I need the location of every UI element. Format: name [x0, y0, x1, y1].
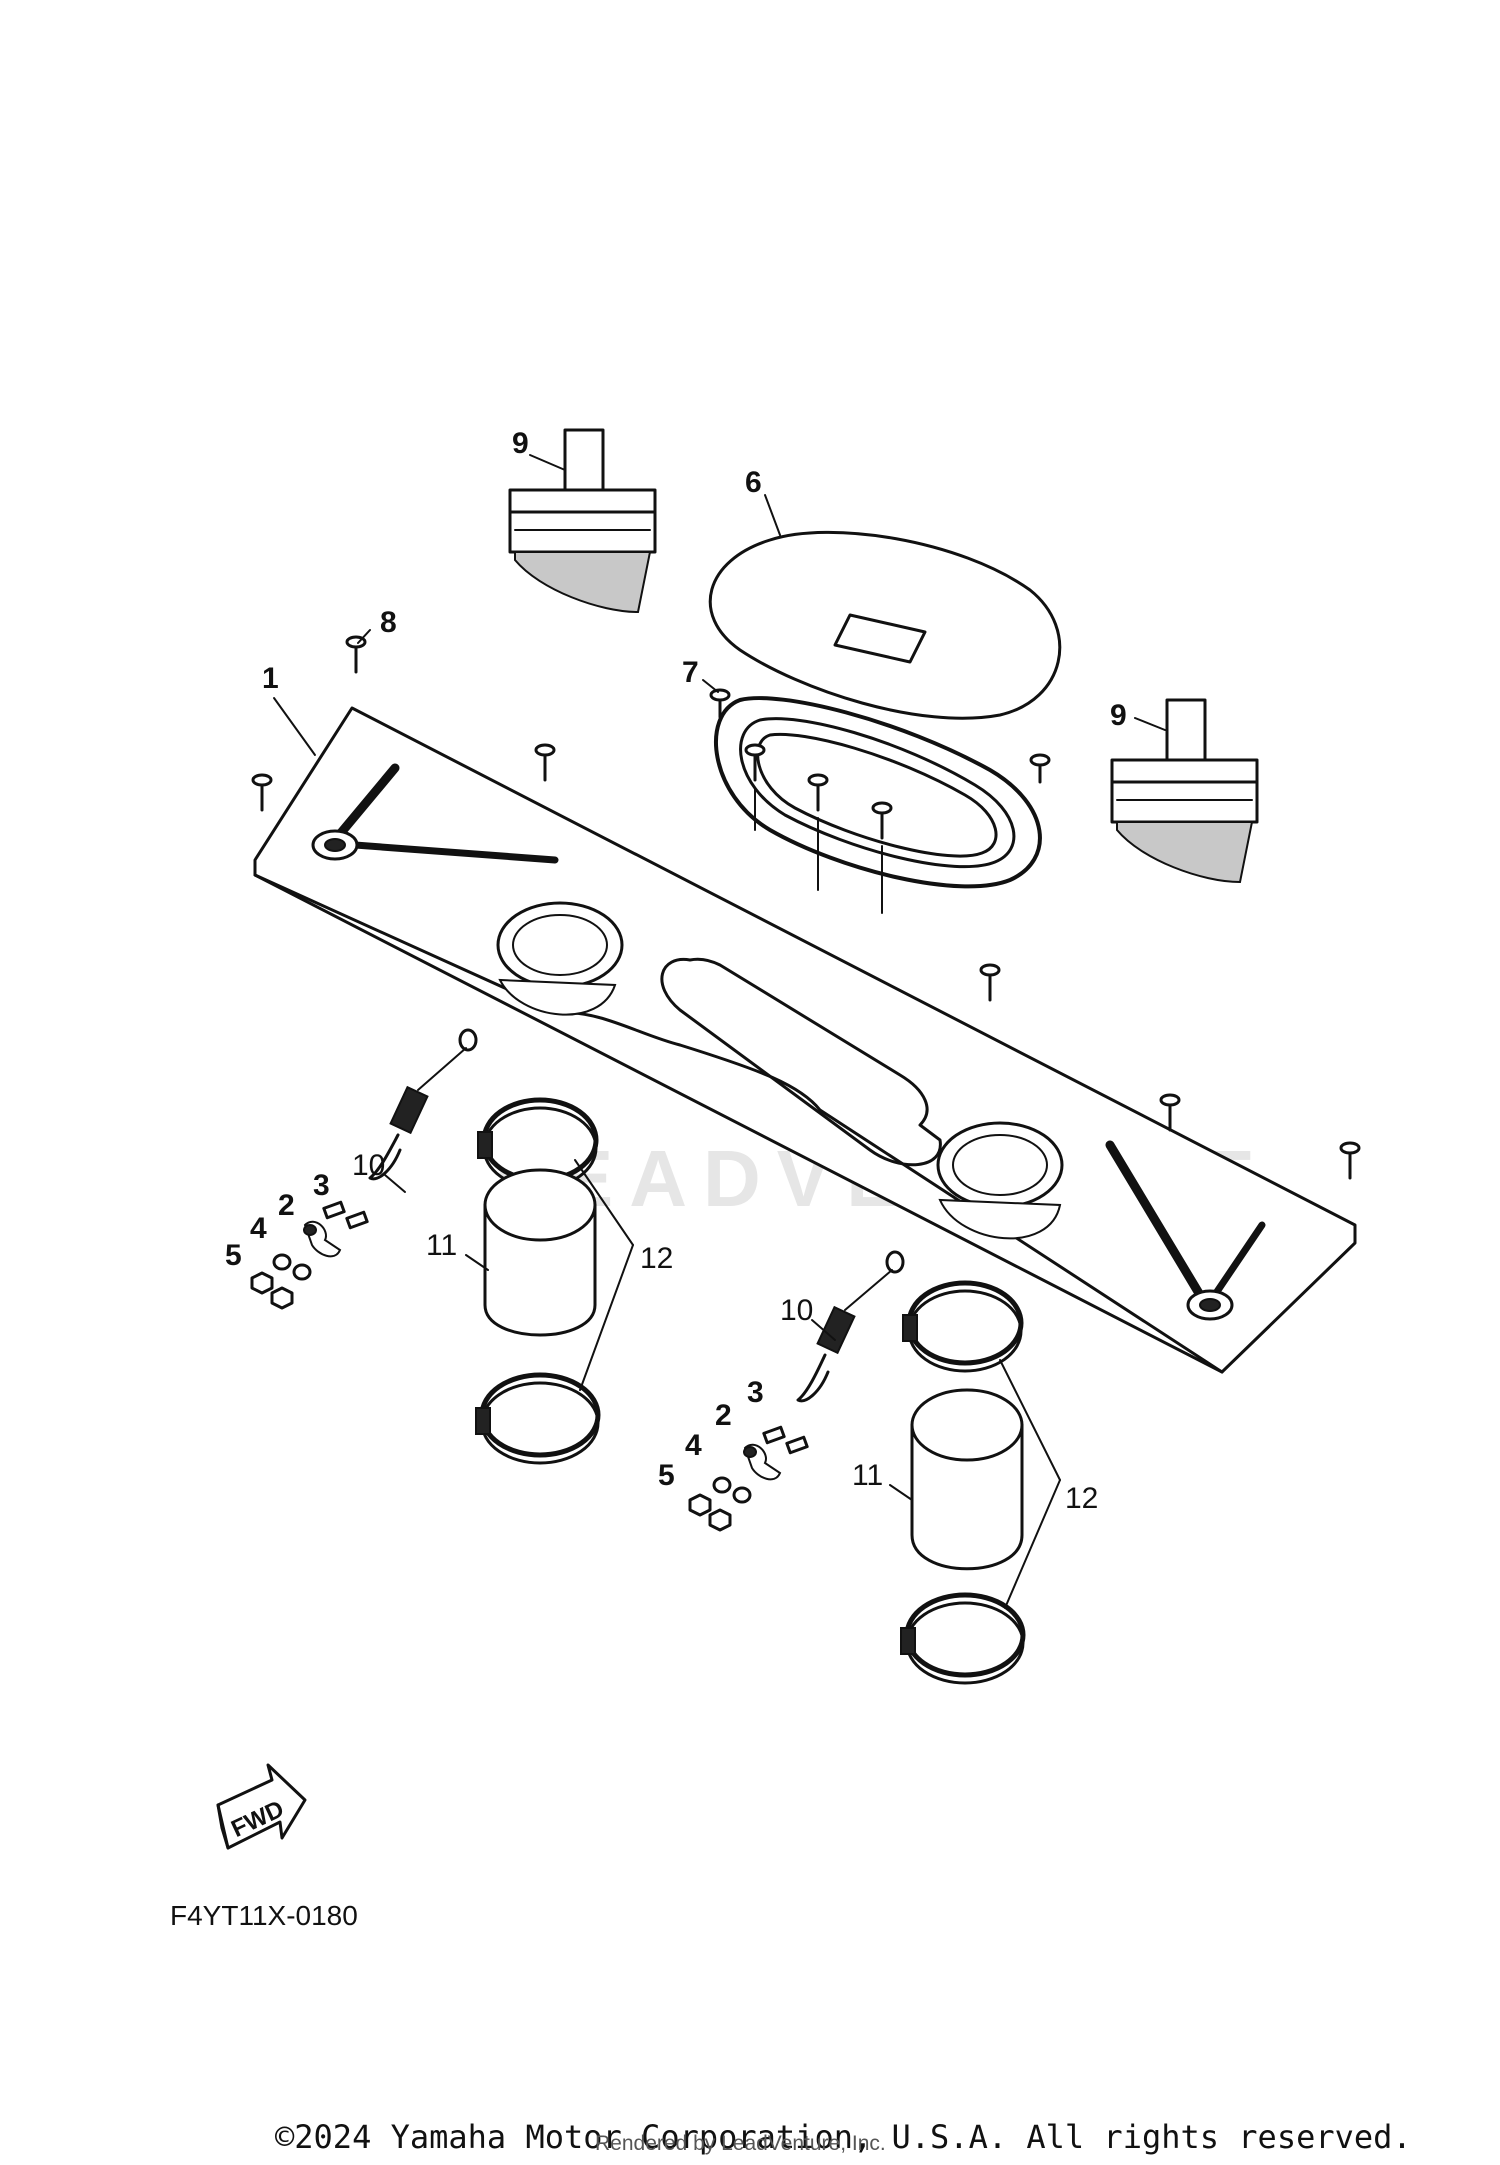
- callout-5: 5: [658, 1459, 675, 1492]
- spring-10-left[interactable]: [368, 1028, 478, 1181]
- callout-1: 1: [262, 662, 279, 695]
- screw: [744, 743, 766, 831]
- copyright-text: ©2024 Yamaha Motor Corporation, U.S.A. A…: [275, 2118, 1412, 2156]
- deck-plate[interactable]: [253, 706, 1357, 1374]
- screw: [979, 963, 1001, 1002]
- screw-7: [709, 688, 731, 719]
- callout-4: 4: [250, 1212, 267, 1245]
- callout-6: 6: [745, 466, 762, 499]
- callout-3: 3: [747, 1376, 764, 1409]
- screw: [1339, 1141, 1361, 1180]
- callout-10: 10: [352, 1149, 385, 1182]
- hardware-2-5-left[interactable]: [250, 1200, 369, 1310]
- screws[interactable]: [251, 635, 1361, 1180]
- clamp-12-right-top[interactable]: [902, 1280, 1024, 1373]
- screw: [1029, 753, 1051, 784]
- rendered-by-text: Rendered by LeadVenture, Inc.: [595, 2132, 886, 2155]
- hatch-frame[interactable]: [714, 696, 1042, 889]
- callout-9: 9: [1110, 699, 1127, 732]
- screw: [251, 773, 273, 812]
- vent-cap-left[interactable]: [508, 428, 657, 614]
- callout-5: 5: [225, 1239, 242, 1272]
- callout-4: 4: [685, 1429, 702, 1462]
- leader-lines: [273, 454, 1166, 1609]
- callout-8: 8: [380, 606, 397, 639]
- callout-12: 12: [1065, 1482, 1098, 1515]
- callout-12: 12: [640, 1242, 673, 1275]
- clamp-12-right-bottom[interactable]: [900, 1592, 1026, 1685]
- duct-11-left[interactable]: [483, 1168, 597, 1337]
- figure-code: F4YT11X-0180: [170, 1900, 358, 1931]
- screw-8: [345, 635, 367, 674]
- callout-11: 11: [852, 1459, 883, 1492]
- vent-cap-right[interactable]: [1110, 698, 1259, 884]
- screw: [871, 801, 893, 914]
- callout-10: 10: [780, 1294, 813, 1327]
- callout-11: 11: [426, 1229, 457, 1262]
- hatch-lid[interactable]: [708, 530, 1062, 720]
- callout-numbers: 9 6 8 1 7 9 10 3 2 4 5 11 12 10 3 2 4 5 …: [225, 427, 1127, 1515]
- screw: [534, 743, 556, 782]
- callout-3: 3: [313, 1169, 330, 1202]
- callout-7: 7: [682, 656, 699, 689]
- duct-11-right[interactable]: [910, 1388, 1024, 1571]
- callout-2: 2: [715, 1399, 732, 1432]
- screw: [807, 773, 829, 891]
- callout-2: 2: [278, 1189, 295, 1222]
- hardware-2-5-right[interactable]: [688, 1425, 809, 1532]
- screw: [1159, 1093, 1181, 1132]
- clamp-12-left-bottom[interactable]: [475, 1372, 601, 1465]
- spring-10-right[interactable]: [796, 1250, 905, 1403]
- callout-9: 9: [512, 427, 529, 460]
- fwd-arrow-icon: FWD: [216, 1763, 307, 1850]
